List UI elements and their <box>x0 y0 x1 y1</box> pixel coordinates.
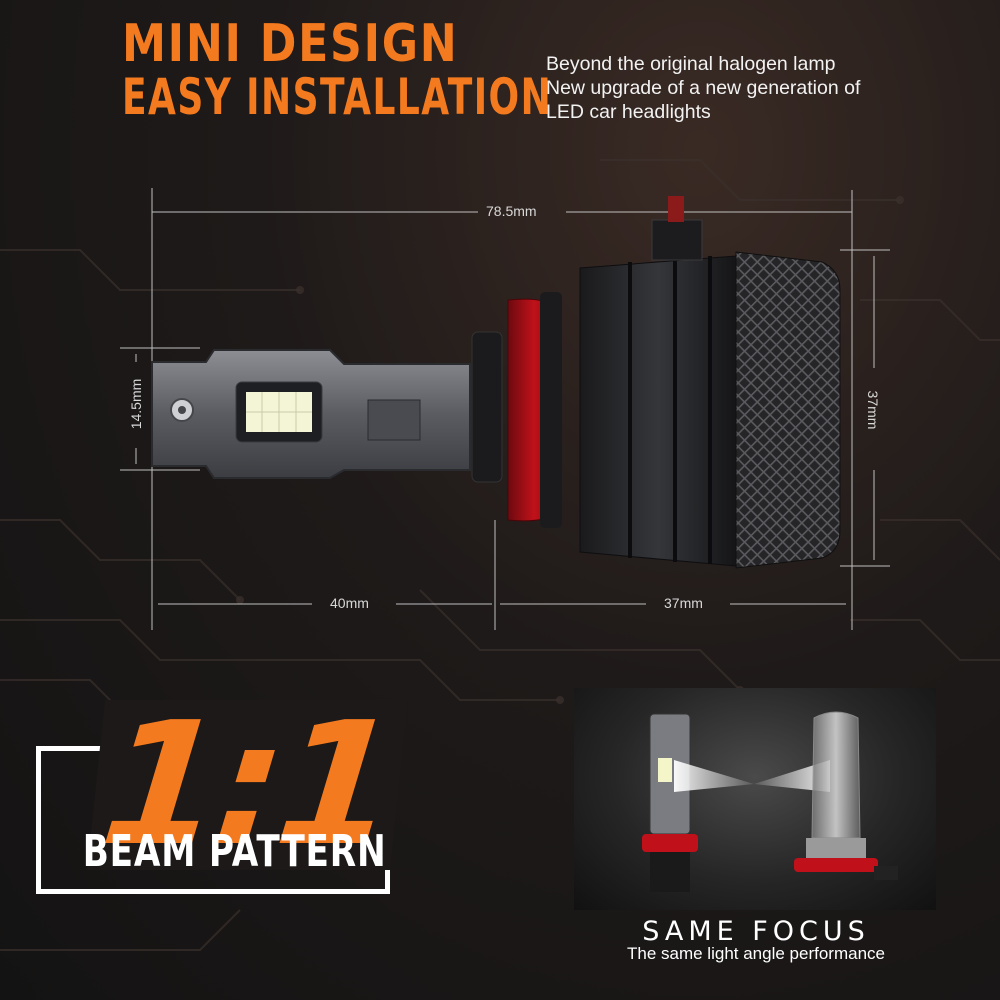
same-focus-title: SAME FOCUS <box>642 916 870 947</box>
headline-mini-design: MINI DESIGN <box>122 14 459 74</box>
led-vs-halogen-illustration <box>642 711 898 892</box>
tagline-line: Beyond the original halogen lamp <box>546 53 836 75</box>
dimension-chip-height: 14.5mm <box>128 378 144 430</box>
tagline-line: LED car headlights <box>546 101 711 123</box>
comparison-image <box>574 688 936 910</box>
tagline-line: New upgrade of a new generation of <box>546 77 861 99</box>
tagline: Beyond the original halogen lamp New upg… <box>546 52 860 124</box>
headline-easy-installation: EASY INSTALLATION <box>122 68 553 126</box>
dimension-front-length: 40mm <box>330 595 369 611</box>
same-focus-subtitle: The same light angle performance <box>627 944 885 963</box>
dimension-overall-length: 78.5mm <box>486 203 537 219</box>
dimension-base-diameter: 37mm <box>865 390 881 430</box>
beam-pattern-label: BEAM PATTERN <box>82 826 387 877</box>
dimension-rear-length: 37mm <box>664 595 703 611</box>
